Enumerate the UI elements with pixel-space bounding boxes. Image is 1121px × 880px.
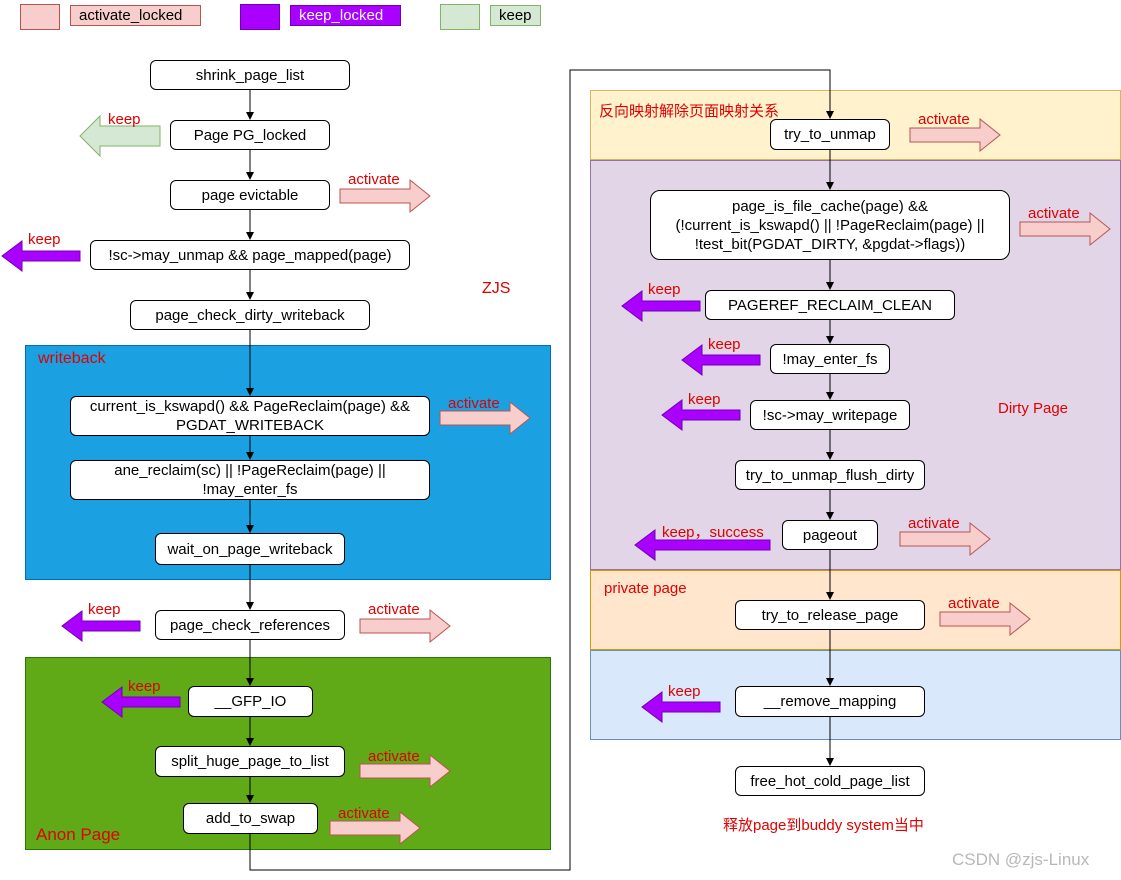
node-free-hot-cold: free_hot_cold_page_list: [735, 766, 925, 796]
node-kswapd-writeback: current_is_kswapd() && PageReclaim(page)…: [70, 396, 430, 436]
activate-arrow-refs: [359, 608, 451, 644]
label-keep-clean: keep: [648, 281, 681, 298]
node-page-pg-locked: Page PG_locked: [170, 120, 330, 150]
activate-arrow-evictable: [339, 178, 431, 214]
legend-activate-label: activate_locked: [70, 5, 201, 26]
label-activate-filecache: activate: [1028, 205, 1080, 222]
credit-watermark: CSDN @zjs-Linux: [952, 850, 1090, 869]
label-keep-writepage: keep: [688, 391, 721, 408]
node-pageout: pageout: [782, 520, 878, 550]
label-activate-split: activate: [368, 748, 420, 765]
node-try-to-unmap: try_to_unmap: [770, 119, 890, 150]
keep-arrow-writepage: [661, 399, 741, 431]
activate-arrow-filecache: [1019, 211, 1111, 247]
node-check-dirty-writeback: page_check_dirty_writeback: [130, 300, 370, 330]
keep-arrow-unmap: [1, 240, 81, 272]
node-gfp-io: __GFP_IO: [188, 686, 313, 717]
unmap-panel-label: 反向映射解除页面映射关系: [599, 103, 780, 120]
writeback-panel-label: writeback: [38, 350, 106, 367]
legend-activate-swatch: [20, 4, 60, 30]
anon-panel-label: Anon Page: [36, 825, 121, 844]
node-wait-on-page-writeback: wait_on_page_writeback: [155, 533, 345, 565]
node-page-evictable: page evictable: [170, 180, 330, 210]
node-shrink-page-list: shrink_page_list: [150, 60, 350, 90]
node-unmap-flush-dirty: try_to_unmap_flush_dirty: [735, 460, 925, 490]
label-keep-mayenter: keep: [708, 336, 741, 353]
private-panel-label: private page: [604, 580, 687, 597]
label-keep-gfp: keep: [128, 678, 161, 695]
label-activate-trytounmap: activate: [918, 111, 970, 128]
legend-keep-swatch: [440, 4, 480, 30]
node-ane-reclaim: ane_reclaim(sc) || !PageReclaim(page) ||…: [70, 460, 430, 500]
dirty-panel-label: Dirty Page: [998, 400, 1069, 417]
label-keep-locked: keep: [108, 111, 141, 128]
keep-arrow-gfp: [101, 686, 181, 718]
node-add-to-swap: add_to_swap: [183, 803, 318, 834]
activate-arrow-kswapd: [439, 400, 531, 436]
label-activate-pageout: activate: [908, 515, 960, 532]
label-keep-success: keep，success: [662, 524, 764, 541]
legend-keep-locked-swatch: [240, 4, 280, 30]
node-may-writepage: !sc->may_writepage: [750, 400, 910, 430]
keep-arrow-clean: [621, 290, 701, 322]
activate-arrow-release: [939, 601, 1031, 637]
legend-keep-label: keep: [490, 5, 541, 26]
label-activate-evictable: activate: [348, 171, 400, 188]
keep-arrow-pageout: [634, 529, 771, 561]
footer-note: 释放page到buddy system当中: [723, 817, 924, 834]
node-file-cache: page_is_file_cache(page) && (!current_is…: [650, 190, 1010, 260]
keep-arrow-refs: [61, 610, 141, 642]
keep-arrow-mayenter: [681, 344, 761, 376]
keep-arrow-remove: [641, 691, 721, 723]
watermark-zjs: ZJS: [482, 280, 511, 297]
activate-arrow-pageout: [899, 521, 991, 557]
label-activate-refs: activate: [368, 601, 420, 618]
edge-swap-trytounmap: [249, 69, 834, 871]
node-try-to-release-page: try_to_release_page: [735, 600, 925, 630]
label-keep-refs: keep: [88, 601, 121, 618]
node-remove-mapping: __remove_mapping: [735, 686, 925, 717]
activate-arrow-swap: [329, 810, 421, 846]
node-split-huge-page: split_huge_page_to_list: [155, 746, 345, 777]
label-activate-kswapd: activate: [448, 395, 500, 412]
label-keep-remove: keep: [668, 683, 701, 700]
node-page-check-references: page_check_references: [155, 610, 345, 640]
node-may-unmap: !sc->may_unmap && page_mapped(page): [90, 240, 410, 270]
label-activate-release: activate: [948, 595, 1000, 612]
legend-keep-locked-label: keep_locked: [290, 5, 401, 26]
activate-arrow-split: [359, 753, 451, 789]
node-may-enter-fs: !may_enter_fs: [770, 344, 890, 374]
activate-arrow-trytounmap: [909, 117, 1001, 153]
node-pageref-reclaim-clean: PAGEREF_RECLAIM_CLEAN: [705, 290, 955, 320]
keep-arrow-green: [79, 114, 161, 158]
label-keep-unmap: keep: [28, 231, 61, 248]
label-activate-swap: activate: [338, 805, 390, 822]
